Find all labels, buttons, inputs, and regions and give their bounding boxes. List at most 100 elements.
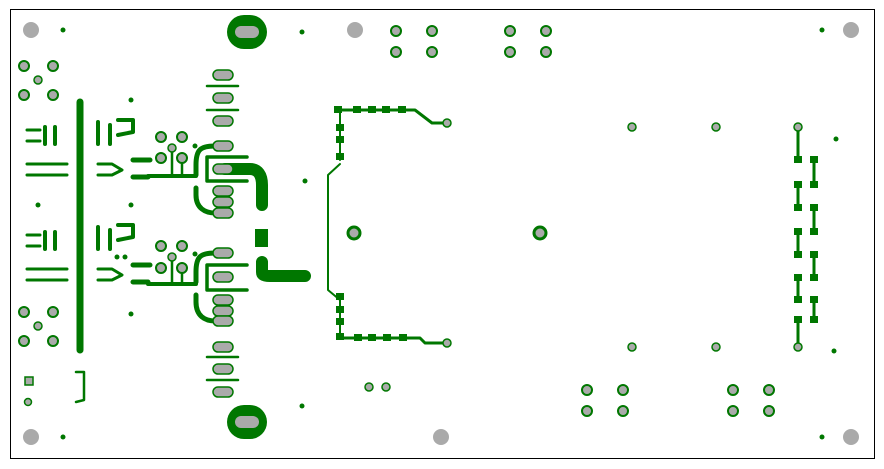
- via: [819, 27, 825, 33]
- oval-pad: [212, 247, 234, 259]
- through-hole-pad: [155, 240, 167, 252]
- smd-pad: [810, 156, 818, 163]
- trace: [205, 84, 240, 382]
- connector-slot: [235, 26, 259, 38]
- through-hole-pad: [390, 46, 402, 58]
- through-hole-pad: [617, 384, 629, 396]
- trace: [25, 162, 69, 177]
- via-pad: [627, 122, 637, 132]
- trace: [25, 233, 42, 248]
- through-hole-pad: [727, 405, 739, 417]
- oval-pad: [212, 271, 234, 283]
- mounting-hole: [347, 22, 363, 38]
- trace: [96, 118, 135, 146]
- trace: [96, 267, 124, 282]
- smd-pad: [794, 156, 802, 163]
- through-hole-pad: [426, 25, 438, 37]
- trace: [74, 370, 86, 404]
- smd-pad: [336, 318, 344, 325]
- through-hole-pad: [18, 60, 30, 72]
- via-pad: [442, 338, 452, 348]
- trace: [796, 158, 816, 322]
- copper-traces: [25, 84, 816, 404]
- trace: [336, 336, 449, 345]
- via-pad: [793, 122, 803, 132]
- via: [302, 178, 308, 184]
- smd-pad-large: [255, 229, 268, 247]
- oval-pad: [212, 115, 234, 127]
- trace: [25, 267, 69, 282]
- via-pad: [33, 321, 43, 331]
- smd-pad: [336, 136, 344, 143]
- smd-pads: [334, 106, 818, 341]
- through-hole-pad: [390, 25, 402, 37]
- smd-pad: [810, 181, 818, 188]
- trace: [256, 256, 311, 282]
- trace: [130, 157, 153, 180]
- oval-pad: [212, 140, 234, 152]
- smd-pad: [368, 334, 376, 341]
- trace: [219, 163, 268, 211]
- through-hole-pad: [540, 25, 552, 37]
- oval-pad: [212, 386, 234, 398]
- through-hole-pad: [176, 131, 188, 143]
- smd-pad: [794, 316, 802, 323]
- board-outline: [10, 9, 875, 459]
- through-hole-pad: [727, 384, 739, 396]
- mounting-hole: [23, 22, 39, 38]
- through-hole-pad: [504, 46, 516, 58]
- smd-pad: [336, 333, 344, 340]
- smd-pad: [354, 334, 362, 341]
- via: [299, 29, 305, 35]
- large-pad: [346, 225, 362, 241]
- through-hole-pad: [47, 335, 59, 347]
- through-hole-pads: [18, 15, 859, 445]
- oval-pad: [212, 196, 234, 208]
- smd-pad: [794, 181, 802, 188]
- via-pad: [793, 342, 803, 352]
- smd-pad: [399, 334, 407, 341]
- via: [122, 254, 128, 260]
- trace: [205, 155, 249, 183]
- through-hole-pad: [155, 131, 167, 143]
- via-pad: [442, 118, 452, 128]
- via: [114, 254, 120, 260]
- through-hole-pad: [47, 89, 59, 101]
- via-pad: [711, 342, 721, 352]
- smd-pad: [383, 334, 391, 341]
- oval-pad: [212, 92, 234, 104]
- smd-pad: [382, 106, 390, 113]
- oval-pad: [212, 163, 234, 175]
- trace: [193, 143, 218, 178]
- through-hole-pad: [155, 262, 167, 274]
- via: [833, 136, 839, 142]
- trace: [43, 230, 57, 251]
- smd-pad: [794, 251, 802, 258]
- smd-pad: [810, 316, 818, 323]
- through-hole-pad: [581, 405, 593, 417]
- oval-pad: [212, 185, 234, 197]
- oval-pad: [212, 69, 234, 81]
- trace: [43, 125, 57, 146]
- trace: [205, 263, 249, 292]
- via: [128, 97, 134, 103]
- through-hole-pad: [47, 306, 59, 318]
- oval-pad: [212, 341, 234, 353]
- smd-pad: [810, 296, 818, 303]
- via-pad: [33, 75, 43, 85]
- smd-pad: [794, 204, 802, 211]
- trace: [193, 292, 218, 324]
- through-hole-pad: [176, 262, 188, 274]
- smd-pad: [794, 274, 802, 281]
- smd-pad: [336, 153, 344, 160]
- through-hole-pad: [426, 46, 438, 58]
- smd-pad: [353, 106, 361, 113]
- large-pad: [532, 225, 548, 241]
- smd-pad: [794, 296, 802, 303]
- via-pad: [711, 122, 721, 132]
- via-pad: [381, 382, 391, 392]
- through-hole-pad: [617, 405, 629, 417]
- via: [128, 311, 134, 317]
- mounting-hole: [843, 429, 859, 445]
- through-hole-pad: [18, 89, 30, 101]
